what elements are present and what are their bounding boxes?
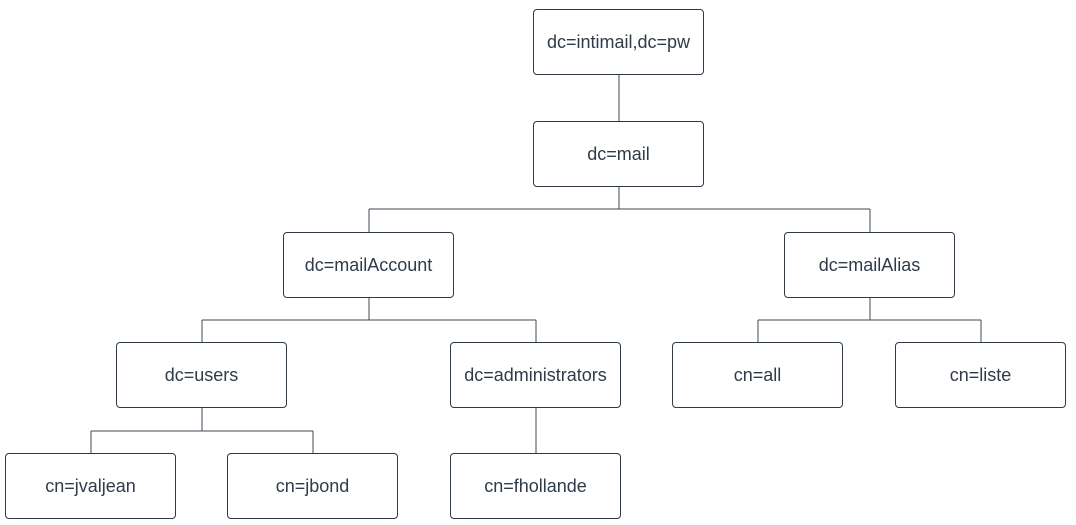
node-jbond: cn=jbond	[227, 453, 398, 519]
node-root: dc=intimail,dc=pw	[533, 9, 704, 75]
node-label: cn=liste	[949, 364, 1012, 385]
node-liste: cn=liste	[895, 342, 1066, 408]
node-label: dc=intimail,dc=pw	[546, 31, 691, 52]
node-label: cn=jvaljean	[45, 475, 136, 496]
node-label: cn=fhollande	[484, 475, 587, 496]
node-mail-alias: dc=mailAlias	[784, 232, 955, 298]
node-mail-account: dc=mailAccount	[283, 232, 454, 298]
node-label: dc=administrators	[464, 364, 607, 385]
node-jvaljean: cn=jvaljean	[5, 453, 176, 519]
node-users: dc=users	[116, 342, 287, 408]
node-administrators: dc=administrators	[450, 342, 621, 408]
node-label: dc=users	[164, 364, 239, 385]
node-label: dc=mailAlias	[818, 254, 921, 275]
node-label: cn=all	[733, 364, 782, 385]
node-label: dc=mailAccount	[304, 254, 433, 275]
node-label: cn=jbond	[275, 475, 350, 496]
node-all: cn=all	[672, 342, 843, 408]
node-fhollande: cn=fhollande	[450, 453, 621, 519]
node-mail: dc=mail	[533, 121, 704, 187]
node-label: dc=mail	[587, 143, 650, 164]
